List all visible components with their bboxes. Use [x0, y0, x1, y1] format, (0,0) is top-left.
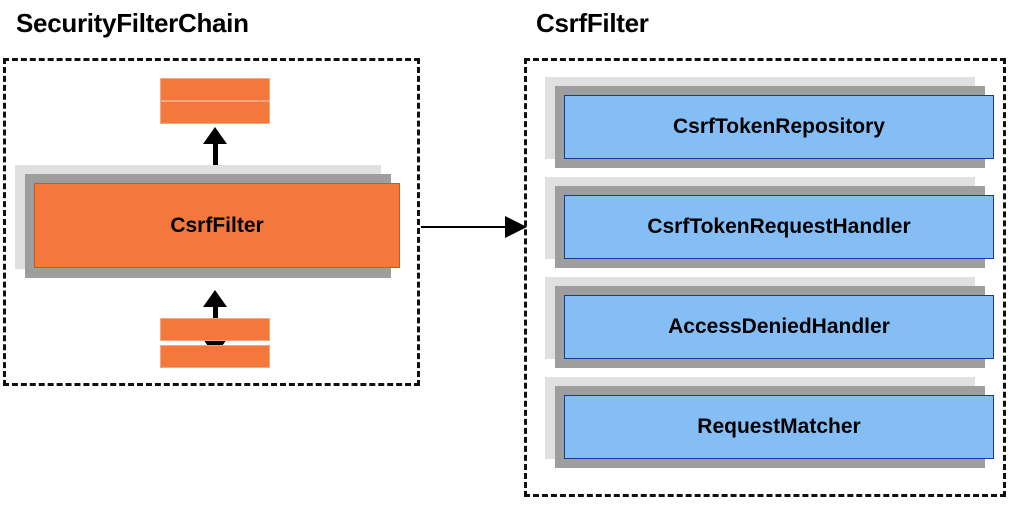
box-access-denied-handler[interactable]: AccessDeniedHandler [545, 277, 994, 377]
cross-panel-arrow-shaft [421, 226, 517, 228]
panel-title-csrf-filter: CsrfFilter [536, 8, 649, 38]
box-label-access-denied-handler: AccessDeniedHandler [668, 315, 890, 338]
box-face-access-denied-handler: AccessDeniedHandler [564, 295, 994, 359]
box-face-csrf-filter: CsrfFilter [34, 183, 400, 268]
box-face-request-matcher: RequestMatcher [564, 395, 994, 459]
box-request-matcher[interactable]: RequestMatcher [545, 377, 994, 477]
box-label-csrf-filter: CsrfFilter [170, 213, 264, 237]
panel-title-security-filter-chain: SecurityFilterChain [16, 8, 249, 38]
box-csrf-token-request-handler[interactable]: CsrfTokenRequestHandler [545, 177, 994, 277]
arrow-shaft-upper [212, 144, 218, 178]
filter-placeholder-bar-1 [160, 78, 270, 101]
cross-panel-arrow-head [505, 216, 527, 238]
panel-container-security-filter-chain [3, 58, 420, 386]
box-label-csrf-token-repository: CsrfTokenRepository [673, 115, 885, 138]
box-face-csrf-token-request-handler: CsrfTokenRequestHandler [564, 195, 994, 259]
box-csrf-filter[interactable]: CsrfFilter [15, 165, 400, 287]
box-face-csrf-token-repository: CsrfTokenRepository [564, 95, 994, 159]
box-csrf-token-repository[interactable]: CsrfTokenRepository [545, 77, 994, 177]
filter-placeholder-bar-3 [160, 318, 270, 341]
arrow-up-head-upper [203, 127, 227, 144]
filter-placeholder-bar-2 [160, 101, 270, 124]
arrow-up-head-lower [203, 290, 227, 307]
box-label-request-matcher: RequestMatcher [697, 415, 861, 438]
filter-placeholder-bar-4 [160, 345, 270, 368]
panel-container-csrf-filter [524, 58, 1006, 497]
box-label-csrf-token-request-handler: CsrfTokenRequestHandler [647, 215, 911, 238]
